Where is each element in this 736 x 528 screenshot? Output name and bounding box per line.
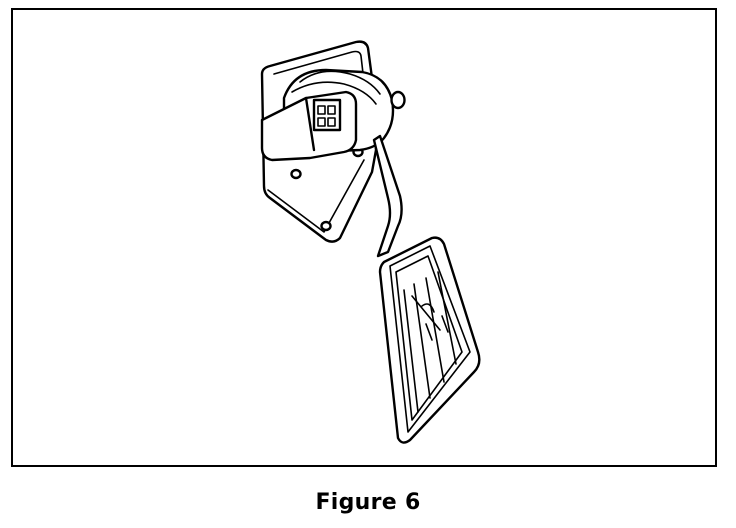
figure-caption: Figure 6: [315, 490, 421, 515]
pedal-pad-rim: [395, 255, 463, 421]
connector-pin: [317, 105, 326, 115]
figure-frame: [11, 8, 717, 467]
housing-contour: [299, 70, 381, 95]
bracket-inner-edge: [273, 50, 365, 83]
pad-marking: [425, 323, 433, 341]
pad-marking: [421, 303, 435, 313]
mounting-hole: [320, 220, 332, 232]
accelerator-pedal-illustration: [260, 40, 481, 444]
bracket-flange: [267, 159, 365, 233]
pedal-rib: [403, 289, 419, 413]
pedal-arm: [372, 134, 403, 258]
pedal-pad: [378, 236, 481, 444]
pedal-pad-rim: [389, 245, 471, 433]
pedal-rib: [413, 283, 431, 399]
connector-pin: [327, 105, 336, 115]
pivot-bolt: [390, 90, 406, 110]
pedal-rib: [437, 271, 457, 365]
pad-marking: [411, 295, 441, 331]
connector-latch: [304, 96, 316, 152]
connector-pin: [327, 117, 336, 127]
mounting-hole: [290, 168, 302, 180]
housing-contour: [291, 81, 377, 105]
pad-marking: [441, 315, 449, 333]
connector-pin: [317, 117, 326, 127]
pedal-rib: [425, 277, 445, 383]
